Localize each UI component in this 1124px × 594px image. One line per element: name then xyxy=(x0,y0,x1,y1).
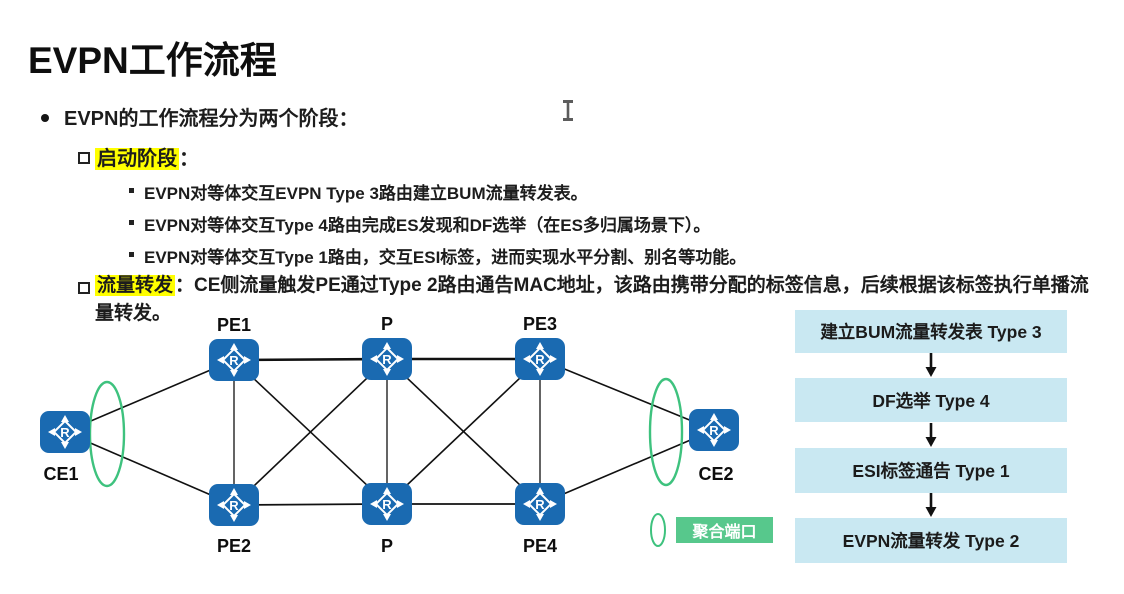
startup-item-3: EVPN对等体交互Type 1路由，交互ESI标签，进而实现水平分割、别名等功能… xyxy=(144,248,747,267)
startup-phase-heading: 启动阶段： xyxy=(95,142,199,171)
node-label-pe2: PE2 xyxy=(216,536,252,556)
router-icon-ce1: R xyxy=(40,411,90,453)
forwarding-highlight: 流量转发 xyxy=(95,275,176,296)
node-label-pe4: PE4 xyxy=(522,536,558,556)
text-cursor-icon xyxy=(563,100,573,121)
router-icon-p-top: R xyxy=(362,338,412,380)
arrow-down-icon xyxy=(925,423,937,447)
node-label-p-top: P xyxy=(380,314,393,334)
bullet-square-small-icon xyxy=(129,220,134,225)
bullet-square-icon xyxy=(78,282,90,294)
aggregation-ellipse-left xyxy=(88,380,126,488)
startup-item-1: EVPN对等体交互EVPN Type 3路由建立BUM流量转发表。 xyxy=(144,184,588,203)
svg-text:R: R xyxy=(382,352,392,367)
forwarding-paragraph: 流量转发：CE侧流量触发PE通过Type 2路由通告MAC地址，该路由携带分配的… xyxy=(95,272,1107,328)
legend-label: 聚合端口 xyxy=(676,517,773,543)
flow-step-type2: EVPN流量转发 Type 2 xyxy=(795,518,1067,563)
topology-links xyxy=(64,357,715,506)
startup-phase-highlight: 启动阶段 xyxy=(95,148,179,170)
svg-text:R: R xyxy=(709,423,719,438)
router-icon-ce2: R xyxy=(689,409,739,451)
aggregation-ellipse-right xyxy=(648,377,684,487)
node-label-ce1: CE1 xyxy=(43,464,79,484)
startup-item-2: EVPN对等体交互Type 4路由完成ES发现和DF选举（在ES多归属场景下）。 xyxy=(144,216,711,235)
svg-text:R: R xyxy=(535,497,545,512)
bullet-square-icon xyxy=(78,152,90,164)
arrow-down-icon xyxy=(925,493,937,517)
intro-bullet-text: EVPN的工作流程分为两个阶段： xyxy=(64,108,359,130)
bullet-square-small-icon xyxy=(129,188,134,193)
forwarding-text: ：CE侧流量触发PE通过Type 2路由通告MAC地址，该路由携带分配的标签信息… xyxy=(95,275,1089,324)
legend-ellipse-icon xyxy=(650,513,666,547)
svg-text:R: R xyxy=(382,497,392,512)
startup-phase-colon: ： xyxy=(179,148,199,170)
router-icon-pe3: R xyxy=(515,338,565,380)
node-label-pe1: PE1 xyxy=(216,315,252,335)
arrow-down-icon xyxy=(925,353,937,377)
node-label-pe3: PE3 xyxy=(522,314,558,334)
svg-text:R: R xyxy=(535,352,545,367)
page-title: EVPN工作流程 xyxy=(28,40,277,81)
bullet-dot-icon xyxy=(41,114,49,122)
svg-text:R: R xyxy=(229,353,239,368)
router-icon-p-bottom: R xyxy=(362,483,412,525)
flow-step-type1: ESI标签通告 Type 1 xyxy=(795,448,1067,493)
router-icon-pe1: R xyxy=(209,339,259,381)
router-icon-pe2: R xyxy=(209,484,259,526)
bullet-square-small-icon xyxy=(129,252,134,257)
svg-text:R: R xyxy=(229,498,239,513)
router-icon-pe4: R xyxy=(515,483,565,525)
svg-text:R: R xyxy=(60,425,70,440)
flow-step-type3: 建立BUM流量转发表 Type 3 xyxy=(795,310,1067,353)
node-label-p-bottom: P xyxy=(380,536,393,556)
flow-step-type4: DF选举 Type 4 xyxy=(795,378,1067,422)
node-label-ce2: CE2 xyxy=(698,464,734,484)
